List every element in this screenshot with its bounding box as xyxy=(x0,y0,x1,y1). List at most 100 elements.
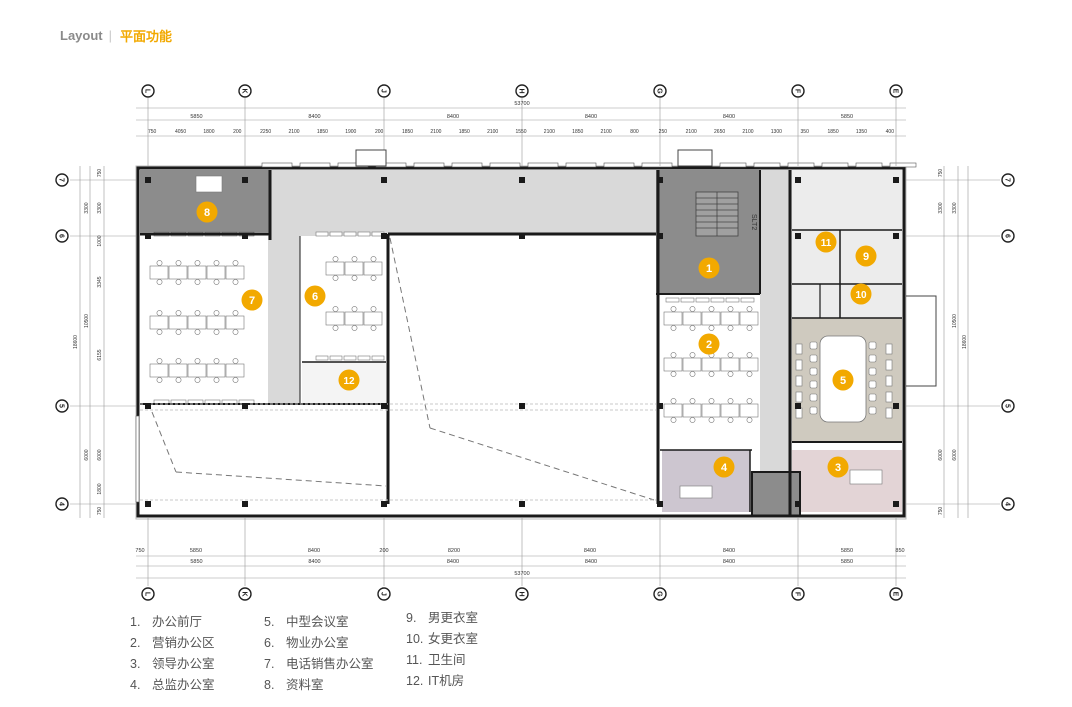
dimension-text: 1850 xyxy=(828,129,839,135)
header-title: Layout xyxy=(60,28,103,43)
right-bay-outline xyxy=(906,295,937,387)
dimension-text: 750 xyxy=(938,507,944,516)
grid-bubble-label: J xyxy=(380,592,387,596)
window xyxy=(451,162,483,168)
dimension-text: 8400 xyxy=(585,114,597,120)
chair xyxy=(689,398,696,404)
chair xyxy=(746,325,753,331)
chair xyxy=(727,371,734,377)
chair xyxy=(194,329,201,335)
legend-item: 9.男更衣室 xyxy=(406,611,479,625)
room-marker-label: 12 xyxy=(343,376,355,387)
dimension-text: 4050 xyxy=(175,129,186,135)
dimension-text: 3300 xyxy=(84,202,90,213)
chair xyxy=(332,275,339,281)
chair xyxy=(332,256,339,262)
column xyxy=(893,403,899,409)
window xyxy=(719,162,747,168)
dimension-text: 1850 xyxy=(572,129,583,135)
chair xyxy=(213,310,220,316)
legend-item: 7.电话销售办公室 xyxy=(264,657,374,671)
dimension-text: 1800 xyxy=(97,483,103,494)
dimension-text: 350 xyxy=(801,129,810,135)
cabinet xyxy=(371,355,385,361)
window xyxy=(413,162,445,168)
chair xyxy=(670,352,677,358)
cabinet xyxy=(357,231,371,237)
grid-bubble-col xyxy=(238,84,252,98)
header-subtitle: 平面功能 xyxy=(120,29,173,44)
chair xyxy=(332,325,339,331)
window xyxy=(565,162,597,168)
dimension-text: 3300 xyxy=(97,202,103,213)
legend-item: 10.女更衣室 xyxy=(406,632,479,646)
meeting-chair xyxy=(809,393,818,402)
desk xyxy=(663,311,683,326)
grid-bubble-label: F xyxy=(794,89,801,94)
meeting-chair xyxy=(868,367,877,376)
chair xyxy=(213,329,220,335)
desk xyxy=(168,315,188,330)
dimension-text: 53700 xyxy=(514,571,529,577)
chair xyxy=(708,417,715,423)
side-chair xyxy=(795,375,803,387)
grid-bubble-label: L xyxy=(144,89,151,94)
meeting-chair xyxy=(809,367,818,376)
grid-bubble-label: H xyxy=(518,591,525,596)
dimension-text: 2100 xyxy=(686,129,697,135)
desk xyxy=(701,311,721,326)
dimension-text: 1850 xyxy=(402,129,413,135)
chair xyxy=(727,398,734,404)
side-chair xyxy=(885,375,893,387)
grid-bubble-row xyxy=(1001,399,1015,413)
meeting-chairs xyxy=(795,341,893,419)
grid-bubble-label: 5 xyxy=(1004,404,1011,408)
room-marker-label: 10 xyxy=(855,290,867,301)
column xyxy=(519,403,525,409)
chair xyxy=(727,417,734,423)
meeting-chair xyxy=(868,406,877,415)
legend-item: 2.营销办公区 xyxy=(130,636,215,650)
dimension-text: 1350 xyxy=(856,129,867,135)
dimension-text: 5850 xyxy=(190,548,202,554)
dimension-text: 2100 xyxy=(742,129,753,135)
chair xyxy=(708,325,715,331)
grid-bubble-label: E xyxy=(892,89,899,94)
dimension-text: 8400 xyxy=(723,559,735,565)
chair xyxy=(175,279,182,285)
desk xyxy=(206,315,226,330)
dimension-text: 3300 xyxy=(938,202,944,213)
chair xyxy=(689,306,696,312)
desk xyxy=(344,311,364,326)
room-marker-3 xyxy=(827,456,849,478)
desk xyxy=(701,403,721,418)
desk xyxy=(225,265,245,280)
room-4-fill xyxy=(662,450,750,512)
meeting-chair xyxy=(809,380,818,389)
grid-bubble-col xyxy=(653,587,667,601)
desk xyxy=(720,403,740,418)
desk xyxy=(682,403,702,418)
dimension-text: 5850 xyxy=(841,559,853,565)
legend-item: 12.IT机房 xyxy=(406,674,465,688)
chair xyxy=(232,260,239,266)
room-marker-8 xyxy=(196,201,218,223)
column xyxy=(242,403,248,409)
desk xyxy=(168,363,188,378)
dimension-text: 6000 xyxy=(938,449,944,460)
grid-bubble-col xyxy=(889,84,903,98)
beam-lines xyxy=(140,403,656,501)
restroom-fill xyxy=(792,170,902,318)
dimension-text: 1850 xyxy=(459,129,470,135)
column xyxy=(381,403,387,409)
cabinet xyxy=(315,231,329,237)
dimension-text: 6000 xyxy=(84,449,90,460)
grid-bubble-label: G xyxy=(656,591,663,597)
archive-shelf xyxy=(195,175,223,193)
chair xyxy=(194,260,201,266)
column xyxy=(795,177,801,183)
header-separator: | xyxy=(108,28,113,43)
chair xyxy=(727,352,734,358)
